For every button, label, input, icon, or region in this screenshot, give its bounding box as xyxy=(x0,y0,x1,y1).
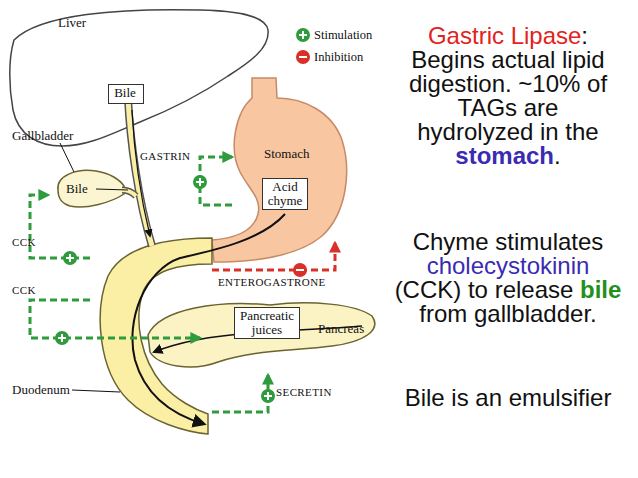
stomach-organ: StomachAcid chyme xyxy=(232,78,350,243)
note-text: (CCK) to release xyxy=(395,276,574,303)
liver-organ: LiverBile xyxy=(12,8,270,148)
stomach-organ-outline xyxy=(212,78,347,262)
plus-sign xyxy=(261,389,275,403)
plus-sign xyxy=(63,251,77,265)
minus-symbol xyxy=(299,56,307,58)
sign-circle xyxy=(261,389,275,403)
organ-label: Bile xyxy=(108,86,142,100)
plus-sign xyxy=(55,331,69,345)
cystic-duct xyxy=(122,190,136,196)
bile-label-box: Bile xyxy=(108,84,144,104)
pancreatic-duct-arrow xyxy=(154,326,362,352)
hormone-connector xyxy=(212,375,268,412)
sign-circle xyxy=(193,175,207,189)
organ-label: Liver xyxy=(58,16,86,30)
hormone-label: SECRETIN xyxy=(276,386,332,398)
hormone-connector xyxy=(200,157,232,205)
legend-text: Stimulation xyxy=(314,27,372,43)
legend-swatch xyxy=(296,50,310,64)
liver-organ-outline xyxy=(10,10,268,146)
organ-label: Duodenum xyxy=(12,383,70,397)
liver-organ-outline xyxy=(12,8,270,148)
organ-label: Acid chyme xyxy=(262,178,308,210)
plus-symbol xyxy=(66,254,74,262)
leader-line xyxy=(96,189,128,190)
term-text: Gastric Lipase xyxy=(428,22,581,49)
hormone-label: CCK xyxy=(12,284,36,296)
hormone-label: CCK xyxy=(12,236,36,248)
note-text: Chyme stimulates xyxy=(413,228,604,255)
cystic-duct-outline xyxy=(122,190,136,196)
note-text: : xyxy=(581,22,588,49)
minus-symbol xyxy=(296,269,304,271)
term-text: cholecystokinin xyxy=(427,252,590,279)
plus-symbol xyxy=(296,28,310,42)
plus-sign xyxy=(193,175,207,189)
pancreas-organ: Pancreatic juices Pancreas xyxy=(200,290,378,375)
plus-symbol xyxy=(196,178,204,186)
plus-symbol xyxy=(264,392,272,400)
term-text: bile xyxy=(580,276,621,303)
chyme-flow-arrow xyxy=(132,214,285,424)
bile-duct-outline xyxy=(128,98,152,246)
plus-symbol xyxy=(58,334,66,342)
organ-label: Stomach xyxy=(264,147,310,161)
leader-line xyxy=(60,143,74,172)
organ-label: Pancreas xyxy=(318,322,364,336)
note-text: . xyxy=(554,142,561,169)
note-text: Begins actual lipid digestion. ~10% of T… xyxy=(409,46,607,145)
gallbladder-organ: GallbladderBile xyxy=(48,165,128,213)
leader-line xyxy=(72,390,120,392)
legend-swatch xyxy=(296,28,310,42)
organ-label: Pancreatic juices xyxy=(234,307,300,339)
note-paragraph: Bile is an emulsifier xyxy=(393,386,623,410)
sign-circle xyxy=(55,331,69,345)
hormone-label: ENTEROGASTRONE xyxy=(218,276,326,288)
hormone-label: GASTRIN xyxy=(140,150,190,162)
sign-circle xyxy=(63,251,77,265)
gallbladder-organ-outline xyxy=(48,165,128,213)
hormone-connector xyxy=(30,300,200,338)
note-text: from gallbladder. xyxy=(419,300,596,327)
plus-symbol xyxy=(299,31,307,39)
hormone-connector xyxy=(212,243,335,270)
hormone-connector xyxy=(30,195,90,258)
minus-symbol xyxy=(296,50,310,64)
note-paragraph: Chyme stimulates cholecystokinin (CCK) t… xyxy=(393,230,623,326)
gallbladder-organ-outline xyxy=(58,170,124,207)
organ-label: Bile xyxy=(66,182,88,196)
pancreas-organ-outline xyxy=(148,303,375,367)
sign-circle xyxy=(293,263,307,277)
bile-duct xyxy=(128,98,152,246)
bile-flow-arrow xyxy=(132,110,150,236)
note-paragraph: Gastric Lipase: Begins actual lipid dige… xyxy=(408,24,608,168)
legend-text: Inhibition xyxy=(314,49,363,65)
term-text: stomach xyxy=(455,142,554,169)
note-text: Bile is an emulsifier xyxy=(405,384,612,411)
organ-label: Gallbladder xyxy=(12,129,73,143)
minus-sign xyxy=(293,263,307,277)
